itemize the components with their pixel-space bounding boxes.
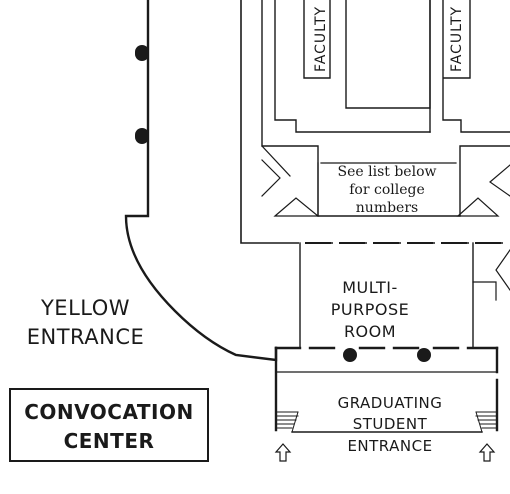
see-list-label: See list below for college numbers — [337, 164, 437, 216]
multipurpose-room-label: MULTI-PURPOSE ROOM — [330, 278, 410, 341]
stair-left — [345, 0, 431, 109]
entrance-label: ENTRANCE — [347, 437, 433, 455]
triangle-right-upper — [489, 164, 510, 197]
building-name-box: CONVOCATION CENTER — [9, 388, 209, 462]
steps-right — [475, 411, 498, 433]
student-label: STUDENT — [352, 415, 428, 433]
podium-box — [317, 162, 457, 217]
yellow-entrance-label: YELLOW ENTRANCE — [26, 296, 145, 349]
up-arrow-icon — [274, 443, 292, 462]
triangle-left-lower — [273, 197, 320, 217]
faculty-label-left: FACULTY — [313, 5, 329, 72]
faculty-label-right: FACULTY — [449, 5, 465, 72]
door-dot-icon — [135, 45, 149, 61]
outer-wall — [124, 0, 278, 362]
door-dot-icon — [135, 128, 149, 144]
triangle-right-lower — [456, 197, 500, 217]
diagonal-left — [261, 145, 291, 177]
door-dot-icon — [343, 348, 357, 362]
door-dot-icon — [417, 348, 431, 362]
up-arrow-icon — [478, 443, 496, 462]
faculty-block-right — [429, 0, 510, 133]
side-room-right — [472, 249, 510, 301]
steps-left — [276, 411, 299, 433]
faculty-block-left — [274, 0, 431, 133]
graduating-label: GRADUATING — [337, 394, 443, 412]
triangle-left-upper — [261, 159, 281, 197]
